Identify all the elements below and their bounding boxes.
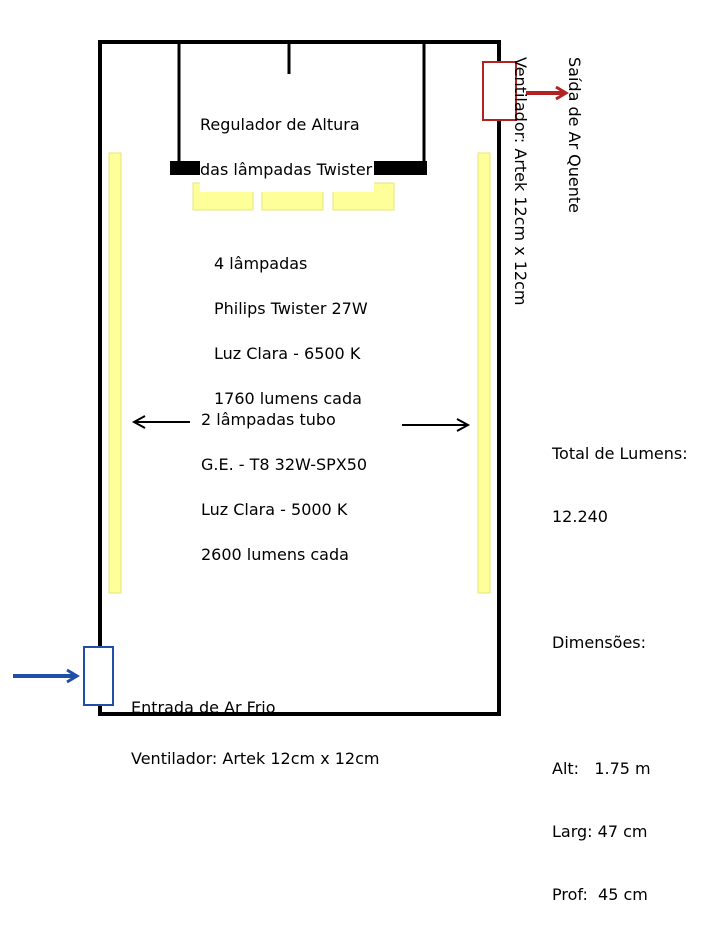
cold-air-arrow bbox=[13, 668, 80, 684]
total-lumens-label: Total de Lumens: bbox=[552, 444, 688, 463]
exhaust-fan bbox=[482, 61, 517, 121]
specs-block: Total de Lumens: 12.240 Dimensões: Alt: … bbox=[552, 401, 688, 926]
exhaust-label: Saída de Ar Quente Ventilador: Artek 12c… bbox=[493, 57, 619, 306]
exhaust-label-line-2: Ventilador: Artek 12cm x 12cm bbox=[511, 57, 530, 306]
tube-label-line-2: G.E. - T8 32W-SPX50 bbox=[201, 455, 368, 474]
dimension-width: Larg: 47 cm bbox=[552, 822, 648, 841]
total-lumens-value: 12.240 bbox=[552, 507, 608, 526]
regulator-label-line-2: das lâmpadas Twister bbox=[200, 160, 373, 179]
tube-label-line-1: 2 lâmpadas tubo bbox=[201, 410, 336, 429]
arrow-right-to-tube bbox=[402, 418, 471, 432]
exhaust-label-line-1: Saída de Ar Quente bbox=[565, 57, 584, 213]
intake-label: Entrada de Ar Frio Ventilador: Artek 12c… bbox=[131, 665, 380, 784]
cabinet-frame bbox=[98, 40, 501, 716]
regulator-label: Regulador de Altura das lâmpadas Twister bbox=[200, 87, 375, 192]
intake-fan bbox=[83, 646, 114, 706]
tube-lamps-label: 2 lâmpadas tubo G.E. - T8 32W-SPX50 Luz … bbox=[201, 382, 367, 577]
tube-label-line-3: Luz Clara - 5000 K bbox=[201, 500, 348, 519]
hot-air-arrow bbox=[526, 85, 569, 101]
twister-lamps-label: 4 lâmpadas Philips Twister 27W Luz Clara… bbox=[214, 226, 368, 421]
arrow-left-to-tube bbox=[131, 415, 190, 429]
twister-label-line-4: 1760 lumens cada bbox=[214, 389, 362, 408]
tube-lamp-left bbox=[108, 152, 122, 594]
twister-label-line-1: 4 lâmpadas bbox=[214, 254, 308, 273]
twister-label-line-3: Luz Clara - 6500 K bbox=[214, 344, 361, 363]
intake-label-line-1: Entrada de Ar Frio bbox=[131, 698, 276, 717]
twister-label-line-2: Philips Twister 27W bbox=[214, 299, 368, 318]
dimension-height: Alt: 1.75 m bbox=[552, 759, 651, 778]
tube-lamp-right bbox=[477, 152, 491, 594]
dimensions-label: Dimensões: bbox=[552, 633, 647, 652]
intake-label-line-2: Ventilador: Artek 12cm x 12cm bbox=[131, 749, 380, 768]
dimension-depth: Prof: 45 cm bbox=[552, 885, 648, 904]
regulator-label-line-1: Regulador de Altura bbox=[200, 115, 360, 134]
tube-label-line-4: 2600 lumens cada bbox=[201, 545, 349, 564]
